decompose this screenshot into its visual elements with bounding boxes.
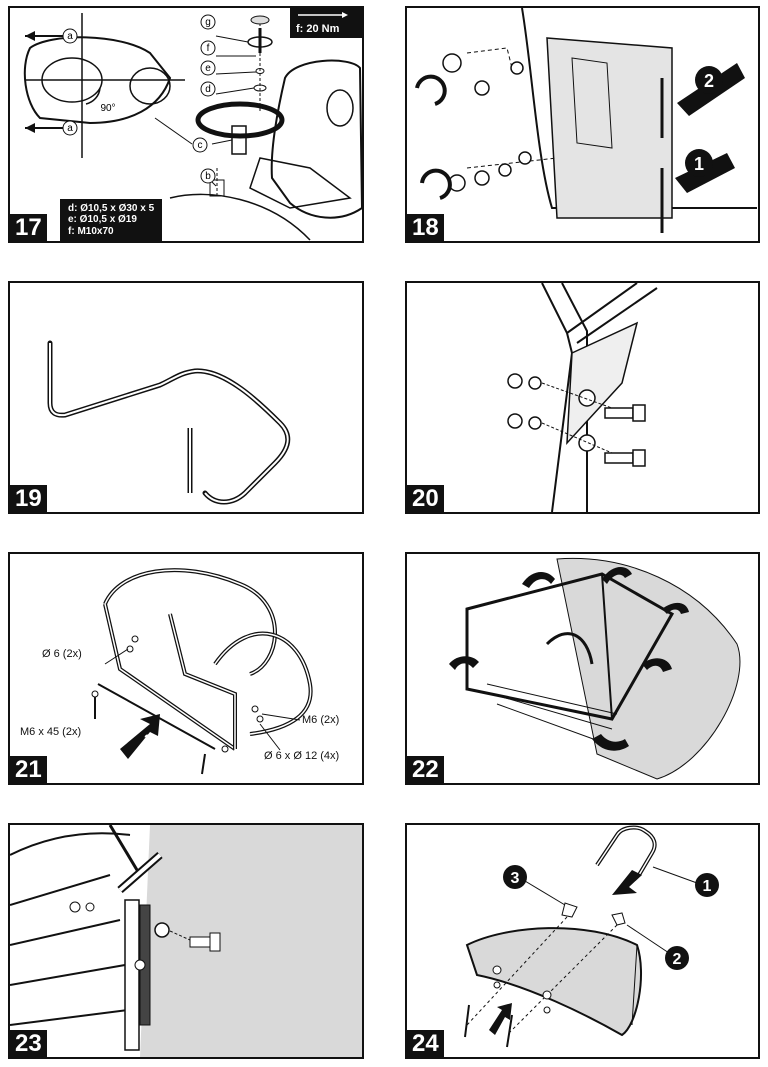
- bag-frame-attachment-illustration: [10, 825, 362, 1057]
- step-number: 20: [407, 485, 444, 512]
- washer-spec-box: d: Ø10,5 x Ø30 x 5 e: Ø10,5 x Ø19 f: M10…: [60, 198, 163, 241]
- callout-a-bottom: a: [67, 123, 73, 134]
- label-washer-6x12: Ø 6 x Ø 12 (4x): [264, 750, 340, 762]
- callout-2: 2: [704, 71, 714, 91]
- frame-assembly-illustration: 2: [91, 568, 313, 775]
- callout-a-top: a: [67, 31, 73, 42]
- callout-3: 3: [511, 870, 520, 887]
- steering-wheel-seat-illustration: a a g f e d c b 90°: [23, 13, 362, 241]
- callout-2: 2: [144, 731, 152, 747]
- callout-2: 2: [673, 951, 682, 968]
- callout-1: 1: [703, 878, 712, 895]
- spec-d: d: Ø10,5 x Ø30 x 5: [68, 202, 155, 214]
- side-plate-bolting-illustration: [507, 283, 658, 512]
- callout-f: f: [207, 43, 210, 54]
- step-number: 22: [407, 756, 444, 783]
- label-nut-m6: M6 (2x): [302, 714, 340, 726]
- step-number: 21: [10, 756, 47, 783]
- panel-step-21: 2 Ø 6 (2x) M6 x 45 (2x) M6 (2x) Ø 6 x Ø …: [8, 552, 364, 785]
- callout-b: b: [205, 171, 211, 182]
- callout-1: 1: [694, 154, 704, 174]
- panel-step-18: 2 1 18: [405, 6, 760, 243]
- frame-tube-illustration: [47, 340, 291, 505]
- callout-g: g: [205, 17, 211, 28]
- spec-f: f: M10x70: [68, 225, 114, 237]
- grass-bag-fitting-illustration: [449, 557, 741, 780]
- panel-step-20: 20: [405, 281, 760, 514]
- label-bolt-m6x45: M6 x 45 (2x): [20, 726, 82, 738]
- panel-step-23: 23: [8, 823, 364, 1059]
- callout-c: c: [198, 140, 203, 151]
- panel-step-22: 22: [405, 552, 760, 785]
- step-number: 24: [407, 1030, 444, 1057]
- torque-value: f: 20 Nm: [296, 23, 340, 35]
- callout-d: d: [205, 84, 211, 95]
- handle-attachment-illustration: 3 1 2: [464, 825, 719, 1048]
- panel-step-24: 3 1 2 24: [405, 823, 760, 1059]
- step-number: 17: [10, 214, 47, 241]
- step-number: 18: [407, 214, 444, 241]
- step-number: 19: [10, 485, 47, 512]
- step-number: 23: [10, 1030, 47, 1057]
- panel-step-17: a a g f e d c b 90° f: 20 Nm d: Ø10,5 x …: [8, 6, 364, 243]
- spec-e: e: Ø10,5 x Ø19: [68, 214, 137, 225]
- panel-step-19: 19: [8, 281, 364, 514]
- callout-e: e: [205, 63, 211, 74]
- angle-label: 90°: [100, 103, 115, 114]
- torque-spec: f: 20 Nm: [290, 8, 362, 38]
- seat-bracket-illustration: 2 1: [415, 8, 757, 233]
- label-washer-6: Ø 6 (2x): [42, 648, 82, 660]
